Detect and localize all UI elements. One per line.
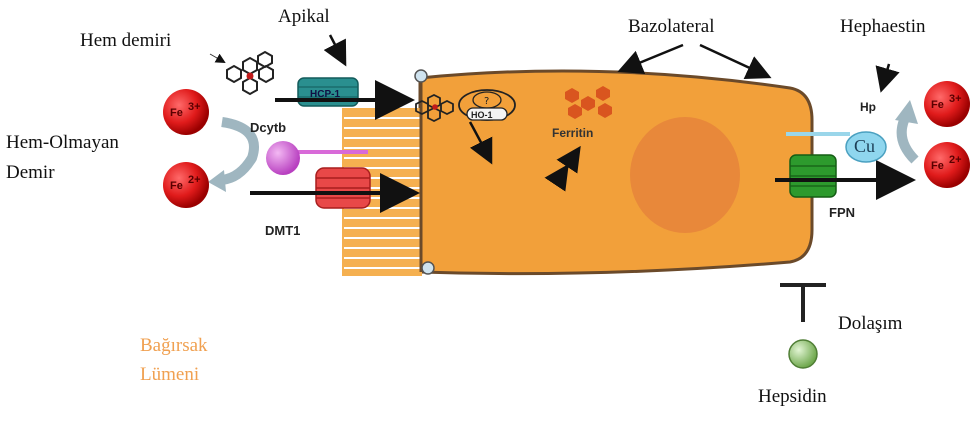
ho1-label: HO-1	[471, 110, 493, 120]
svg-text:Fe: Fe	[170, 107, 183, 119]
hephaestin-label: Hephaestin	[840, 16, 925, 38]
fpn-label: FPN	[829, 205, 855, 220]
hem-olmayan-label-line1: Hem-Olmayan	[6, 132, 119, 154]
bagirsak-label-line1: Bağırsak	[140, 335, 208, 357]
bazolateral-arrow-right	[700, 45, 767, 76]
svg-text:3+: 3+	[949, 93, 962, 105]
ferritin-label: Ferritin	[552, 126, 593, 140]
fpn-transporter	[790, 155, 836, 197]
apikal-label: Apikal	[278, 6, 330, 28]
svg-text:Fe: Fe	[931, 99, 944, 111]
hephaestin-arrow	[882, 64, 889, 88]
hem-demiri-label: Hem demiri	[80, 30, 171, 52]
nucleus	[630, 117, 740, 233]
ho1-question: ?	[484, 96, 489, 107]
bazolateral-arrow-left	[622, 45, 683, 70]
oxidation-arrow	[902, 118, 915, 160]
cu-label: Cu	[854, 136, 875, 157]
tight-junction-top	[415, 70, 427, 82]
dcytb-label: Dcytb	[250, 120, 286, 135]
svg-text:2+: 2+	[188, 174, 201, 186]
fe2-ion-lumen: Fe 2+	[163, 162, 209, 208]
fe3-ion-blood: Fe 3+	[924, 81, 970, 127]
tight-junction-bottom	[422, 262, 434, 274]
svg-text:Fe: Fe	[170, 180, 183, 192]
hepcidin-molecule	[789, 340, 817, 368]
fe3-ion-lumen: Fe 3+	[163, 89, 209, 135]
svg-text:2+: 2+	[949, 154, 962, 166]
fe2-ion-blood: Fe 2+	[924, 142, 970, 188]
svg-text:Fe: Fe	[931, 160, 944, 172]
dcytb-enzyme	[266, 141, 300, 175]
dmt1-transporter	[316, 168, 370, 208]
bagirsak-label-line2: Lümeni	[140, 364, 199, 386]
hepsidin-label: Hepsidin	[758, 386, 827, 408]
bazolateral-label: Bazolateral	[628, 16, 715, 38]
dolasim-label: Dolaşım	[838, 313, 902, 335]
apikal-arrow	[330, 35, 344, 62]
enterocyte-cell	[420, 71, 812, 274]
dmt1-label: DMT1	[265, 223, 300, 238]
hem-olmayan-label-line2: Demir	[6, 162, 55, 184]
hp-label: Hp	[860, 100, 876, 114]
svg-text:3+: 3+	[188, 101, 201, 113]
